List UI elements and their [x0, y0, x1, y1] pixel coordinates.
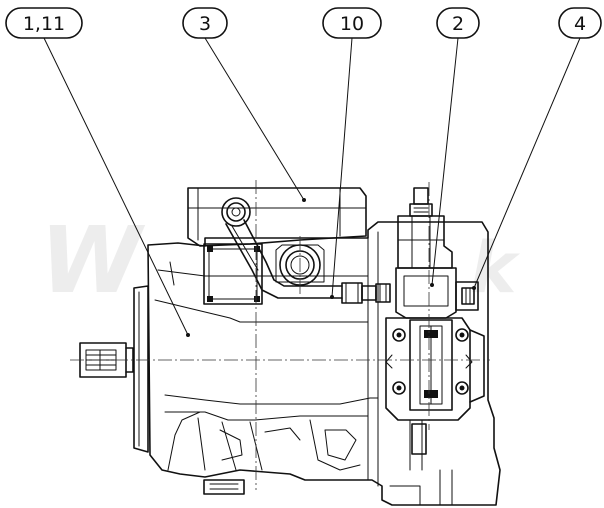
watermark: W k [40, 207, 521, 314]
bolt-icon [455, 381, 469, 395]
callout-4[interactable]: 4 [558, 7, 602, 39]
callout-label: 10 [340, 13, 364, 35]
screw-icon [254, 296, 260, 302]
center-lines [70, 180, 490, 490]
control-pipe [221, 197, 391, 304]
cover-plate [203, 243, 263, 305]
watermark-text: W [40, 207, 146, 314]
bolt-icon [392, 381, 406, 395]
valve-spool-icon-lower [424, 390, 438, 398]
valve-spool-icon [424, 330, 438, 338]
banjo-fitting-outer [221, 197, 251, 227]
leader-line-10 [331, 37, 353, 298]
callout-1-11[interactable]: 1,11 [5, 7, 83, 39]
port-inner [285, 250, 315, 280]
rear-cover [409, 329, 485, 471]
callout-label: 3 [199, 13, 211, 35]
callouts: 1,11 3 10 2 4 [5, 7, 602, 39]
callout-3[interactable]: 3 [182, 7, 228, 39]
screw-icon [207, 246, 213, 252]
callout-2[interactable]: 2 [436, 7, 480, 39]
callout-label: 2 [452, 13, 464, 35]
callout-label: 4 [574, 13, 586, 35]
mounting-flange [133, 285, 149, 453]
screw-icon [254, 246, 260, 252]
leader-lines [43, 37, 581, 337]
leader-line-3 [204, 37, 305, 201]
leader-line-1-11 [43, 37, 189, 336]
callout-label: 1,11 [23, 13, 65, 35]
leader-line-2 [431, 37, 459, 286]
bolt-icon [392, 328, 406, 342]
leader-line-4 [473, 37, 581, 289]
screw-icon [207, 296, 213, 302]
bolt-icon [455, 328, 469, 342]
control-valve [385, 187, 473, 421]
callout-10[interactable]: 10 [322, 7, 382, 39]
main-housing [147, 221, 501, 506]
plug-fitting [455, 281, 479, 311]
